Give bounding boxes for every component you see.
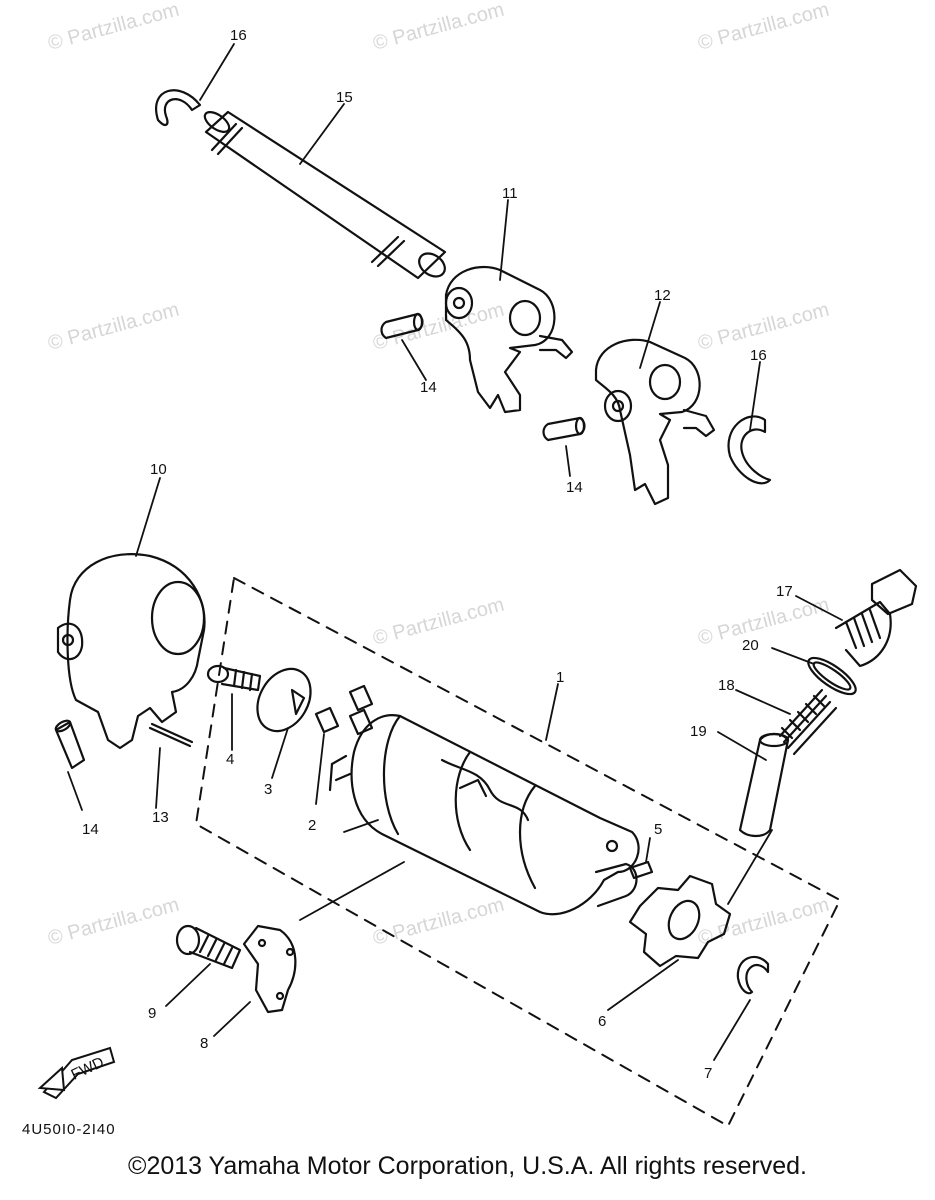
fwd-arrow-icon: FWD [37, 1046, 116, 1100]
callout-15: 15 [336, 89, 353, 106]
watermark: © Partzilla.com [46, 299, 182, 355]
drum-pin-part [628, 860, 654, 880]
callout-19: 19 [690, 723, 707, 740]
watermark: © Partzilla.com [46, 894, 182, 950]
callout-5: 5 [654, 821, 662, 838]
diagram-code: 4U50I0-2I40 [22, 1121, 116, 1138]
assembly-dashed-outline [195, 577, 841, 1127]
shift-fork-11-part [444, 265, 574, 414]
callout-16: 16 [230, 27, 247, 44]
segment-gear-part [628, 874, 732, 968]
callout-3: 3 [264, 781, 272, 798]
callout-11: 11 [502, 185, 518, 202]
guide-pin-part [54, 719, 86, 770]
callout-6: 6 [598, 1013, 606, 1030]
watermark: © Partzilla.com [696, 594, 832, 650]
shift-cam-fork-diagram: © Partzilla.com © Partzilla.com © Partzi… [22, 0, 918, 1138]
segment-stopper-plate-part [242, 924, 297, 1014]
shift-fork-10-part [56, 553, 206, 750]
callout-1: 1 [556, 669, 564, 686]
callout-16: 16 [750, 347, 767, 364]
leader-lines [67, 43, 843, 1061]
callout-7: 7 [704, 1065, 712, 1082]
neutral-bolt-part [834, 568, 918, 668]
callout-labels: 16 15 11 12 16 14 14 10 14 13 4 3 2 1 5 … [82, 27, 793, 1082]
callout-10: 10 [150, 461, 167, 478]
callout-14: 14 [420, 379, 437, 396]
guide-pin-part [542, 416, 586, 442]
spring-pin-part [148, 722, 194, 748]
dowel-pins-part [314, 684, 374, 736]
shift-fork-shaft-part [203, 110, 447, 280]
callout-18: 18 [718, 677, 735, 694]
screw-9-part [175, 924, 242, 970]
circlip-7-part [736, 955, 770, 995]
circlip-right-part [727, 415, 772, 485]
watermark: © Partzilla.com [371, 0, 507, 55]
gasket-part [807, 656, 857, 696]
watermark: © Partzilla.com [46, 0, 182, 55]
watermark: © Partzilla.com [371, 894, 507, 950]
spring-part [778, 688, 838, 756]
callout-20: 20 [742, 637, 759, 654]
stopper-plate-part [256, 667, 312, 733]
shift-fork-12-part [594, 338, 716, 506]
callout-14: 14 [82, 821, 99, 838]
callout-14: 14 [566, 479, 583, 496]
neutral-pin-part [738, 732, 790, 838]
callout-13: 13 [152, 809, 169, 826]
watermark: © Partzilla.com [371, 594, 507, 650]
shift-cam-drum-part [328, 714, 640, 916]
copyright-notice: ©2013 Yamaha Motor Corporation, U.S.A. A… [128, 1152, 807, 1180]
circlip-top-part [155, 89, 202, 126]
screw-4-part [206, 664, 262, 692]
callout-8: 8 [200, 1035, 208, 1052]
callout-2: 2 [308, 817, 316, 834]
watermark: © Partzilla.com [696, 0, 832, 55]
callout-12: 12 [654, 287, 671, 304]
callout-4: 4 [226, 751, 234, 768]
callout-9: 9 [148, 1005, 156, 1022]
watermark: © Partzilla.com [371, 299, 507, 355]
callout-17: 17 [776, 583, 793, 600]
guide-pin-part [380, 312, 424, 340]
